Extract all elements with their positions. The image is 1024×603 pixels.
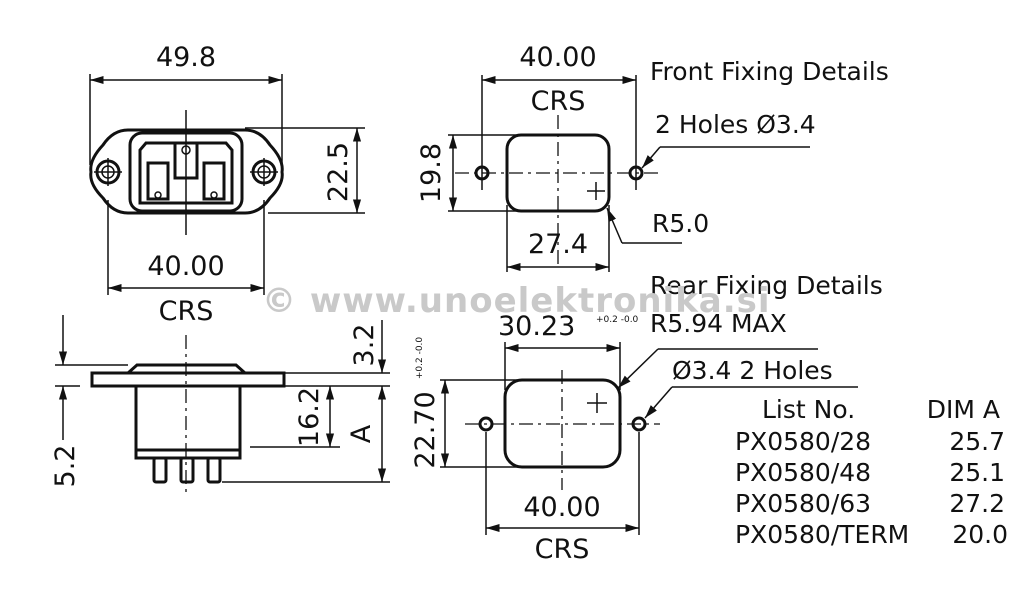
rear-crs-label: CRS — [535, 534, 590, 565]
front-fixing-details: Front Fixing Details 2 Holes Ø3.4 40.00 … — [416, 42, 889, 272]
body-depth-label: 16.2 — [294, 387, 325, 447]
front-view: 49.8 22.5 40.00 CRS — [89, 42, 365, 327]
side-view: 3.2 16.2 A 5.2 — [50, 315, 390, 495]
rear-cutout-height-tol: +0.2 -0.0 — [415, 337, 425, 380]
rear-holes-label: Ø3.4 2 Holes — [672, 356, 833, 385]
rear-cutout-width-label: 30.23 — [498, 311, 575, 342]
table-row-list-no: PX0580/TERM — [735, 520, 909, 549]
front-corner-radius-label: R5.0 — [652, 209, 709, 238]
table-row-list-no: PX0580/28 — [735, 427, 871, 456]
dim-a-table: List No. DIM A PX0580/28 25.7 PX0580/48 … — [735, 395, 1008, 549]
table-row-list-no: PX0580/48 — [735, 458, 871, 487]
table-row-dim-a: 20.0 — [952, 520, 1008, 549]
flange-thickness-label: 3.2 — [349, 324, 380, 367]
overall-width-label: 49.8 — [156, 42, 216, 73]
height-label: 22.5 — [323, 142, 354, 202]
front-fix-centres-label: 40.00 — [519, 42, 596, 73]
front-crs-label: CRS — [159, 296, 214, 327]
front-cutout-height-label: 19.8 — [416, 143, 447, 203]
dim-a-label: A — [346, 424, 377, 443]
table-header-list-no: List No. — [762, 395, 855, 424]
table-row-dim-a: 25.7 — [949, 427, 1005, 456]
rear-corner-radius-label: R5.94 MAX — [650, 309, 787, 338]
table-row-list-no: PX0580/63 — [735, 489, 871, 518]
table-row-dim-a: 25.1 — [949, 458, 1005, 487]
front-fixing-title: Front Fixing Details — [650, 57, 889, 86]
front-cutout-width-label: 27.4 — [528, 229, 588, 260]
rear-cutout-width-tol: +0.2 -0.0 — [596, 315, 639, 325]
watermark: © www.unoelektronika.si — [262, 281, 771, 321]
front-holes-label: 2 Holes Ø3.4 — [655, 110, 816, 139]
table-header-dim-a: DIM A — [927, 395, 1000, 424]
rear-fixing-title: Rear Fixing Details — [650, 271, 883, 300]
front-hole-centres-label: 40.00 — [147, 251, 224, 282]
rear-fixing-details: Rear Fixing Details R5.94 MAX Ø3.4 2 Hol… — [410, 271, 883, 565]
front-fix-crs-label: CRS — [531, 86, 586, 117]
rear-hole-centres-label: 40.00 — [523, 492, 600, 523]
rear-cutout-height-label: 22.70 — [410, 391, 441, 468]
offset-label: 5.2 — [50, 445, 81, 488]
table-row-dim-a: 27.2 — [949, 489, 1005, 518]
